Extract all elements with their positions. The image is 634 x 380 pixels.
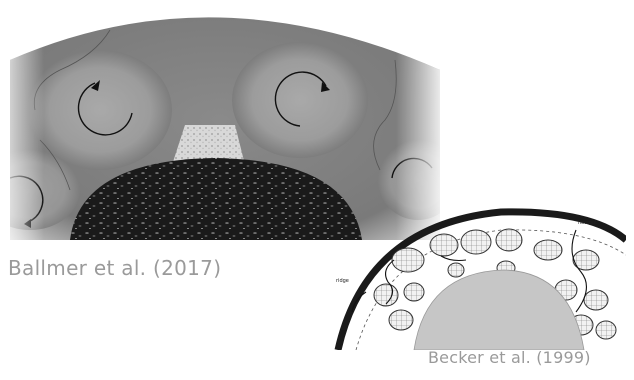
becker-core	[414, 270, 584, 350]
ridge-label: ridge	[336, 278, 349, 284]
caption-ballmer: Ballmer et al. (2017)	[8, 256, 221, 280]
becker-mantle-figure: hotspot ridge	[326, 200, 626, 350]
becker-mantle-image: hotspot ridge	[326, 200, 626, 350]
caption-becker: Becker et al. (1999)	[428, 348, 591, 367]
hotspot-label: hotspot	[578, 220, 597, 226]
